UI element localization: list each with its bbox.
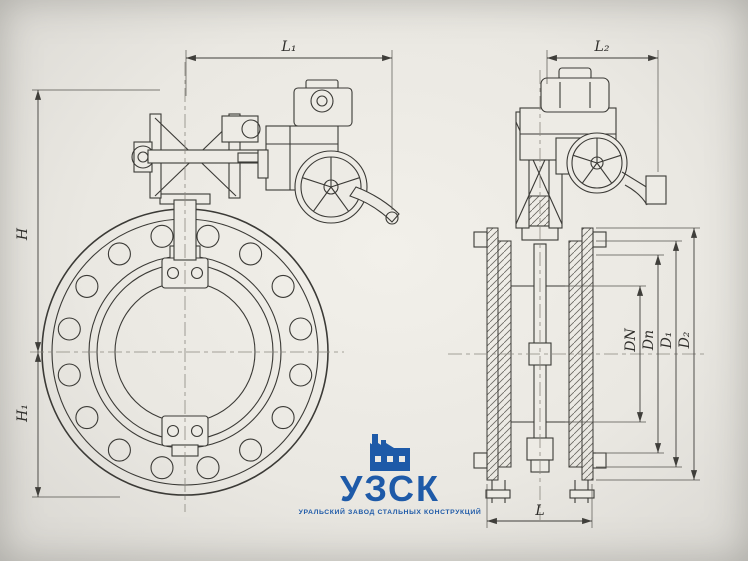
company-logo: УЗСК УРАЛЬСКИЙ ЗАВОД СТАЛЬНЫХ КОНСТРУКЦИ… — [299, 434, 482, 516]
flange-bolts — [473, 231, 607, 469]
dim-l1: L₁ — [185, 39, 393, 210]
dim-h1: H₁ — [15, 352, 120, 498]
dim-label-l: L — [534, 503, 544, 519]
factory-icon — [370, 434, 410, 471]
dim-l: L — [486, 484, 593, 528]
dim-h: H — [15, 89, 160, 352]
dim-label-dp: Dn — [641, 330, 657, 351]
limit-switch-box — [621, 171, 667, 206]
declutch-lever — [349, 186, 400, 225]
dim-label-h: H — [15, 227, 31, 241]
electric-motor — [293, 79, 353, 127]
dim-label-l1: L₁ — [281, 39, 297, 55]
dim-l2: L₂ — [546, 39, 659, 172]
front-actuator — [131, 79, 400, 261]
dim-label-l2: L₂ — [594, 39, 610, 55]
dim-label-d2: D₂ — [677, 331, 693, 349]
flange-bolt-holes — [57, 224, 313, 480]
dim-dp: Dn — [596, 254, 664, 454]
side-actuator — [515, 67, 667, 229]
centerlines — [30, 62, 706, 520]
electric-motor-side — [540, 67, 610, 113]
dimensions: L₁ L₂ H H₁ DN — [15, 39, 700, 528]
logo-abbreviation: УЗСК — [340, 468, 440, 509]
dim-d1: D₁ — [596, 240, 682, 468]
support-bracket — [131, 113, 273, 199]
dim-dn: DN — [565, 285, 646, 423]
handwheel-icon — [294, 150, 368, 224]
handwheel-side-icon — [566, 132, 628, 194]
dim-d2: D₂ — [596, 227, 700, 481]
bottom-studs — [485, 480, 595, 503]
dim-label-h1: H₁ — [15, 404, 31, 423]
logo-subtitle: УРАЛЬСКИЙ ЗАВОД СТАЛЬНЫХ КОНСТРУКЦИЙ — [299, 507, 482, 516]
dim-label-dn: DN — [623, 328, 639, 353]
dim-label-d1: D₁ — [659, 332, 675, 350]
